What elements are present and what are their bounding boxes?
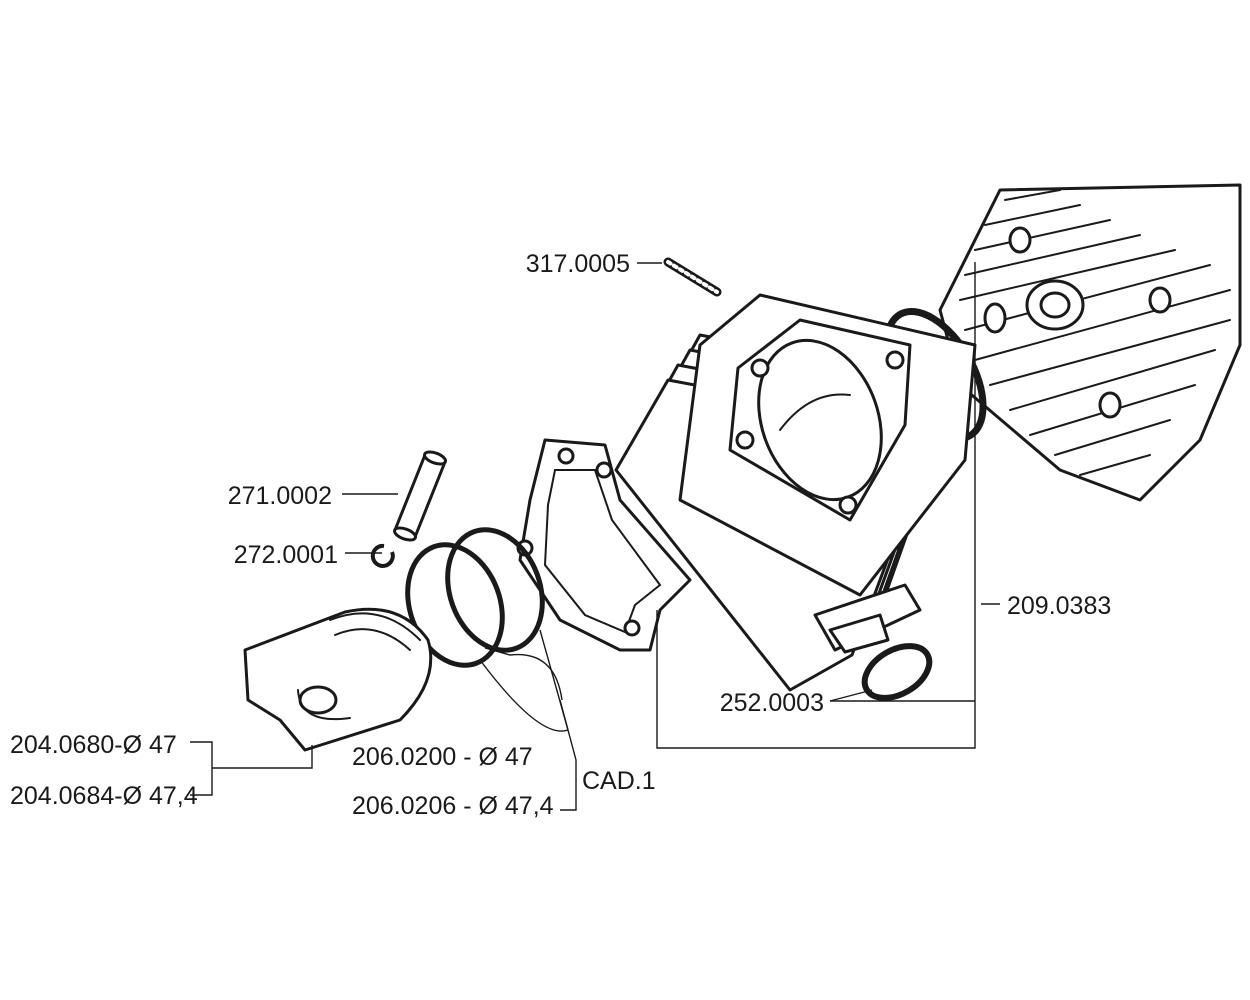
circlip <box>370 543 395 568</box>
label-piston-2: 204.0684-Ø 47,4 <box>10 782 198 810</box>
piston <box>243 607 433 752</box>
leader-lines <box>190 262 1000 811</box>
cylinder <box>614 293 977 692</box>
stud <box>663 257 722 297</box>
gasket-ring <box>861 643 933 701</box>
label-piston-pin: 271.0002 <box>228 482 332 510</box>
label-rings-1: 206.0200 - Ø 47 <box>352 743 533 771</box>
label-cylinder-kit: 209.0383 <box>1007 592 1111 620</box>
piston-pin <box>393 450 447 542</box>
cylinder-head <box>938 183 1242 502</box>
label-cad: CAD.1 <box>582 767 656 795</box>
label-piston-1: 204.0680-Ø 47 <box>10 731 177 759</box>
label-circlip: 272.0001 <box>234 541 338 569</box>
piston-rings <box>405 527 545 668</box>
base-gasket <box>516 438 692 652</box>
part-labels: 317.0005 271.0002 272.0001 209.0383 252.… <box>10 250 1111 820</box>
label-rings-2: 206.0206 - Ø 47,4 <box>352 792 554 820</box>
label-head-gasket: 252.0003 <box>720 689 824 717</box>
label-stud: 317.0005 <box>526 250 630 278</box>
